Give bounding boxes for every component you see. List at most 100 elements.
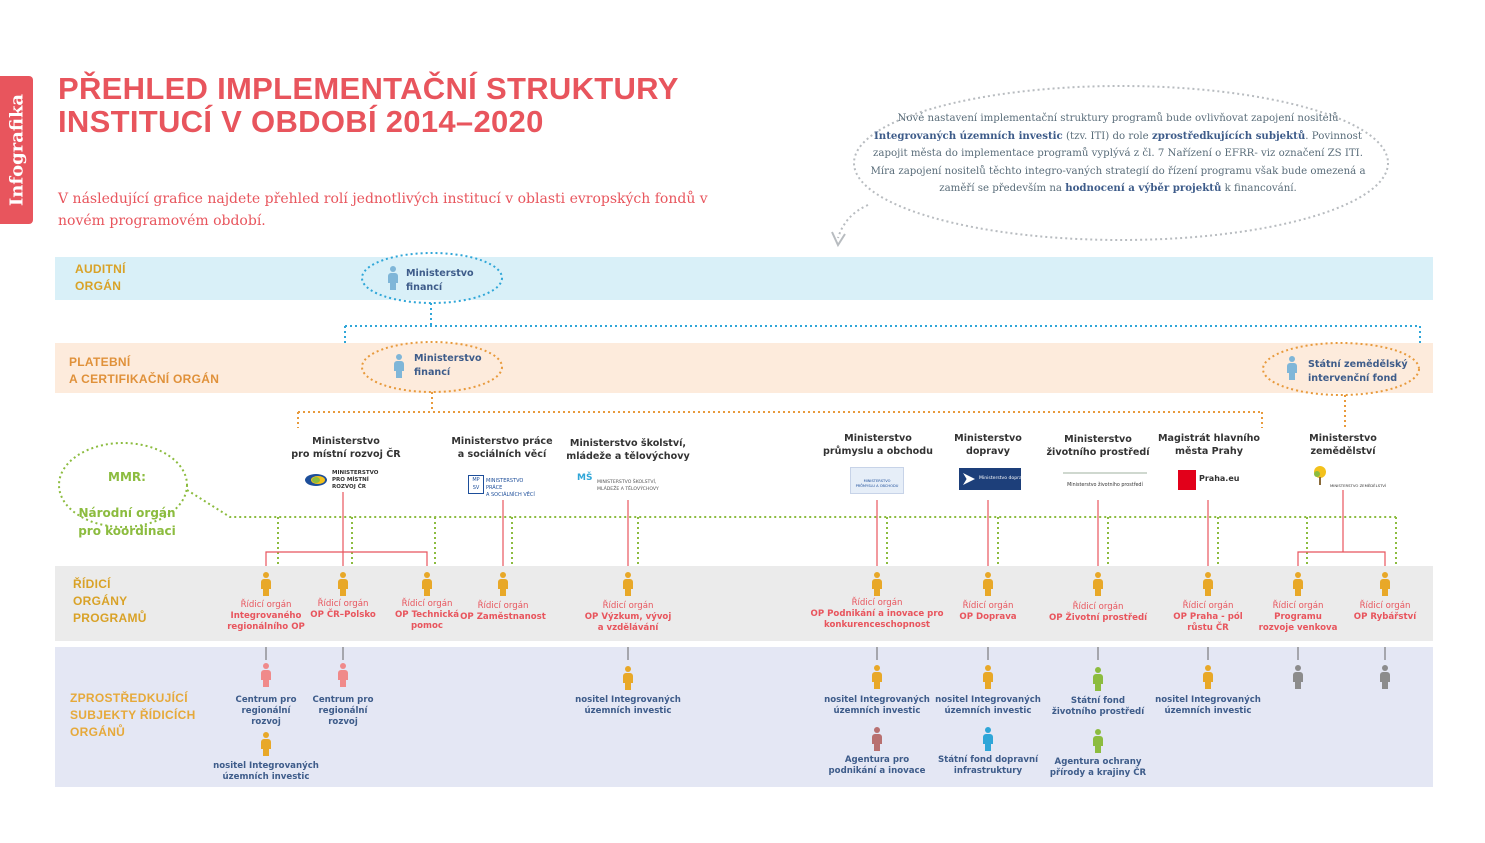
intro-text: V následující grafice najdete přehled ro… xyxy=(58,191,708,229)
ministry-name: Magistrát hlavního města Prahy xyxy=(1158,433,1260,457)
intermediate-body-label: Centrum pro regionální rozvoj xyxy=(235,695,297,727)
person-icon xyxy=(623,572,633,596)
ro-name: OP Technická pomoc xyxy=(394,610,460,631)
logo-text: MINISTERSTVO PRŮMYSLU A OBCHODU xyxy=(855,479,899,488)
ro-name: OP Výzkum, vývoj a vzdělávání xyxy=(584,612,672,633)
note-part-hv: hodnocení a výběr projektů xyxy=(1065,182,1222,194)
ro-prefix: Řídicí orgán xyxy=(317,599,369,609)
person-icon xyxy=(1203,572,1213,596)
logo-text: MINISTERSTVO ŠKOLSTVÍ, MLÁDEŽE A TĚLOVÝC… xyxy=(597,480,659,492)
ro-prefix: Řídicí orgán xyxy=(851,598,903,608)
person-icon xyxy=(394,354,404,378)
intermediate-body-label: Státní fond dopravní infrastruktury xyxy=(937,755,1039,776)
ministry-name: Ministerstvo práce a sociálních věcí xyxy=(451,436,553,460)
side-tab: Infografika xyxy=(0,76,33,224)
ministry-name: Ministerstvo dopravy xyxy=(954,433,1022,457)
person-icon xyxy=(983,727,993,751)
ro-name: OP ČR–Polsko xyxy=(310,610,376,620)
ro-name: OP Praha - pól růstu ČR xyxy=(1173,612,1243,633)
ro-prefix: Řídicí orgán xyxy=(1182,601,1234,611)
note-part-3: (tzv. ITI) do role xyxy=(1062,130,1152,142)
person-icon xyxy=(623,666,633,690)
mzp-logo: Ministerstvo životního prostředí xyxy=(1063,472,1147,492)
person-icon xyxy=(1380,572,1390,596)
person-icon xyxy=(338,663,348,687)
person-icon xyxy=(261,732,271,756)
szif-label: Státní zemědělský intervenční fond xyxy=(1308,359,1408,384)
intermediate-body-label: nositel Integrovaných územních investic xyxy=(213,761,319,782)
ro-prefix: Řídicí orgán xyxy=(401,599,453,609)
person-icon xyxy=(1380,665,1390,689)
person-icon xyxy=(1093,729,1103,753)
logo-text: Praha.eu xyxy=(1199,474,1240,483)
ro-name: OP Podnikání a inovace pro konkurencesch… xyxy=(810,609,944,630)
person-icon xyxy=(983,572,993,596)
mze-logo: MINISTERSTVO ZEMĚDĚLSTVÍ xyxy=(1312,465,1386,491)
ro-name: Integrovaného regionálního OP xyxy=(227,611,305,632)
person-icon xyxy=(1093,572,1103,596)
person-icon xyxy=(872,727,882,751)
ro-prefix: Řídicí orgán xyxy=(1072,602,1124,612)
band-label-intermediate: ZPROSTŘEDKUJÍCÍ SUBJEKTY ŘÍDICÍCH ORGÁNŮ xyxy=(70,691,196,739)
note-part-iti: Integrovaných územních investic xyxy=(874,129,1063,142)
mpo-logo: MINISTERSTVO PRŮMYSLU A OBCHODU xyxy=(850,467,904,494)
logo-text: MINISTERSTVO PRÁCE A SOCIÁLNÍCH VĚCÍ xyxy=(486,478,535,498)
ro-name: OP Životní prostředí xyxy=(1048,613,1148,623)
ro-prefix: Řídicí orgán xyxy=(477,601,529,611)
person-icon xyxy=(1203,665,1213,689)
ministry-name: Ministerstvo průmyslu a obchodu xyxy=(823,433,933,457)
ro-name: Programu rozvoje venkova xyxy=(1258,612,1338,633)
ro-prefix: Řídicí orgán xyxy=(1272,601,1324,611)
person-icon xyxy=(1293,572,1303,596)
note-part-1: Nové nastavení implementační struktury p… xyxy=(897,113,1339,124)
person-icon xyxy=(261,572,271,596)
ro-prefix: Řídicí orgán xyxy=(962,601,1014,611)
band-label-payment: PLATEBNÍ A CERTIFIKAČNÍ ORGÁN xyxy=(69,355,220,386)
note-part-5: . Povinnost zapojit města do implementac… xyxy=(870,130,1366,195)
band-label-managing: ŘÍDICÍ ORGÁNY PROGRAMŮ xyxy=(73,577,147,625)
page-title: PŘEHLED IMPLEMENTAČNÍ STRUKTURY INSTITUC… xyxy=(58,71,679,139)
logo-text: Ministerstvo dopravy xyxy=(979,476,1028,481)
band-label-audit: AUDITNÍ ORGÁN xyxy=(75,262,126,293)
ministry-name: Ministerstvo školství, mládeže a tělovýc… xyxy=(566,438,690,462)
person-icon xyxy=(498,572,508,596)
ro-prefix: Řídicí orgán xyxy=(240,600,292,610)
ministry-name: Ministerstvo pro místní rozvoj ČR xyxy=(291,436,401,460)
ministry-name: Ministerstvo životního prostředí xyxy=(1046,434,1150,458)
person-icon xyxy=(1287,356,1297,380)
intermediate-body-label: nositel Integrovaných územních investic xyxy=(1155,695,1261,716)
person-icon xyxy=(1293,665,1303,689)
mmr-text: Národní orgán pro koordinaci xyxy=(78,506,176,538)
intermediate-body-label: nositel Integrovaných územních investic xyxy=(824,695,930,716)
tree-icon xyxy=(1314,466,1326,485)
note-part-7: k financování. xyxy=(1221,183,1297,194)
intermediate-body-label: Agentura ochrany přírody a krajiny ČR xyxy=(1049,757,1147,778)
note-text: Nové nastavení implementační struktury p… xyxy=(862,110,1374,198)
mmr-bubble: MMR: Národní orgán pro koordinaci xyxy=(77,450,177,558)
mmr-logo: MINISTERSTVO PRO MÍSTNÍ ROZVOJ ČR xyxy=(304,470,384,490)
intermediate-body-label: Státní fond životního prostředí xyxy=(1051,696,1145,717)
mmr-logo-mark xyxy=(305,474,327,486)
ro-prefix: Řídicí orgán xyxy=(602,601,654,611)
person-icon xyxy=(872,572,882,596)
person-icon xyxy=(261,663,271,687)
logo-text: MINISTERSTVO PRO MÍSTNÍ ROZVOJ ČR xyxy=(332,470,379,490)
intermediate-body-label: nositel Integrovaných územních investic xyxy=(575,695,681,716)
intermediate-body-label: nositel Integrovaných územních investic xyxy=(935,695,1041,716)
md-logo: Ministerstvo dopravy xyxy=(959,468,1027,490)
note-part-zs: zprostředkujících subjektů xyxy=(1151,129,1306,142)
msmt-logo: MŠ MINISTERSTVO ŠKOLSTVÍ, MLÁDEŽE A TĚLO… xyxy=(577,473,659,493)
logo-text: MINISTERSTVO ZEMĚDĚLSTVÍ xyxy=(1330,483,1387,488)
praha-logo: Praha.eu xyxy=(1178,470,1240,492)
ro-name: OP Rybářství xyxy=(1353,612,1417,622)
